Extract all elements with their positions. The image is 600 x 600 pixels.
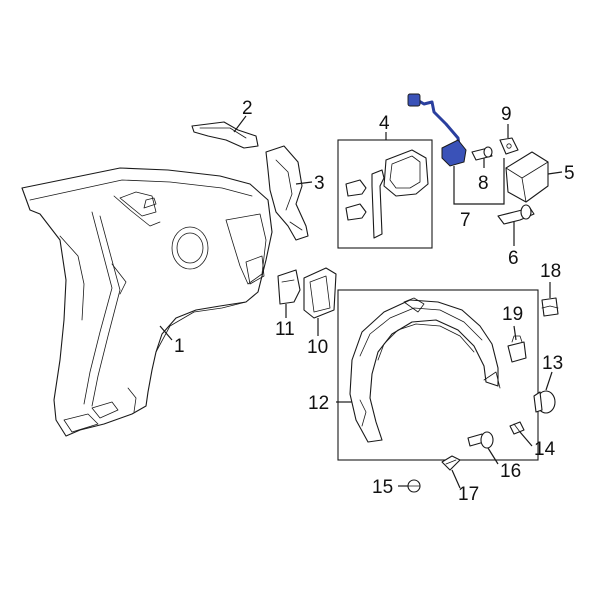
liner-clip-part-19 <box>507 335 527 363</box>
callout-8: 8 <box>478 173 489 194</box>
side-bracket-part-3 <box>265 145 309 241</box>
nut-part-9 <box>499 137 519 155</box>
callout-11: 11 <box>275 319 295 340</box>
fuel-door-clip-lower <box>345 203 367 221</box>
fuel-door-hinge-part <box>371 169 385 239</box>
callout-6: 6 <box>508 248 519 269</box>
screw-part-14 <box>509 421 525 435</box>
callout-7: 7 <box>460 210 471 231</box>
rivet-part-13 <box>533 390 556 414</box>
callout-18: 18 <box>540 261 561 282</box>
fuel-housing-part-10 <box>303 267 337 319</box>
callout-4: 4 <box>379 113 390 134</box>
callout-1: 1 <box>174 336 185 357</box>
small-bracket-part-11 <box>277 269 301 305</box>
callout-14: 14 <box>534 439 556 460</box>
leader-5 <box>547 171 563 175</box>
quarter-panel-part-1 <box>21 167 273 437</box>
actuator-cable-highlighted <box>407 93 467 167</box>
callout-9: 9 <box>501 104 512 125</box>
callout-2: 2 <box>242 98 253 119</box>
callout-10: 10 <box>307 337 328 358</box>
clip-part-18 <box>541 297 559 317</box>
leader-lines <box>159 115 563 489</box>
callout-19: 19 <box>502 304 523 325</box>
push-clip-part-6 <box>497 204 535 225</box>
callout-3: 3 <box>314 173 325 194</box>
leader-19 <box>513 325 517 341</box>
callout-16: 16 <box>500 461 521 482</box>
bolt-part-16 <box>467 431 494 449</box>
leader-2 <box>233 115 247 133</box>
leader-16 <box>487 447 499 465</box>
wheel-liner-group-frame <box>337 289 539 461</box>
callout-5: 5 <box>564 163 575 184</box>
fuel-door-group-frame <box>337 139 433 249</box>
wheel-liner-part-12 <box>349 297 501 443</box>
leader-1 <box>159 325 173 341</box>
leader-17 <box>451 469 461 489</box>
fuel-door-group-part-4 <box>337 139 433 249</box>
actuator-housing-part-5 <box>505 151 549 203</box>
callout-12: 12 <box>308 393 329 414</box>
leader-3 <box>295 181 313 185</box>
callout-numbers: 1 2 3 4 5 6 7 8 9 10 11 12 13 14 15 16 1… <box>174 98 575 505</box>
upper-bracket-part-2 <box>191 121 259 149</box>
callout-15: 15 <box>372 477 393 498</box>
callout-13: 13 <box>542 353 563 374</box>
screw-part-17 <box>441 455 461 471</box>
fuel-door-clip-upper <box>345 179 367 197</box>
fuel-door-part <box>383 149 429 197</box>
callout-17: 17 <box>458 484 479 505</box>
pin-part-8 <box>471 146 493 161</box>
leader-7 <box>453 158 505 205</box>
leader-14 <box>519 431 533 447</box>
clip-part-15 <box>407 479 421 493</box>
leader-13 <box>545 371 553 391</box>
